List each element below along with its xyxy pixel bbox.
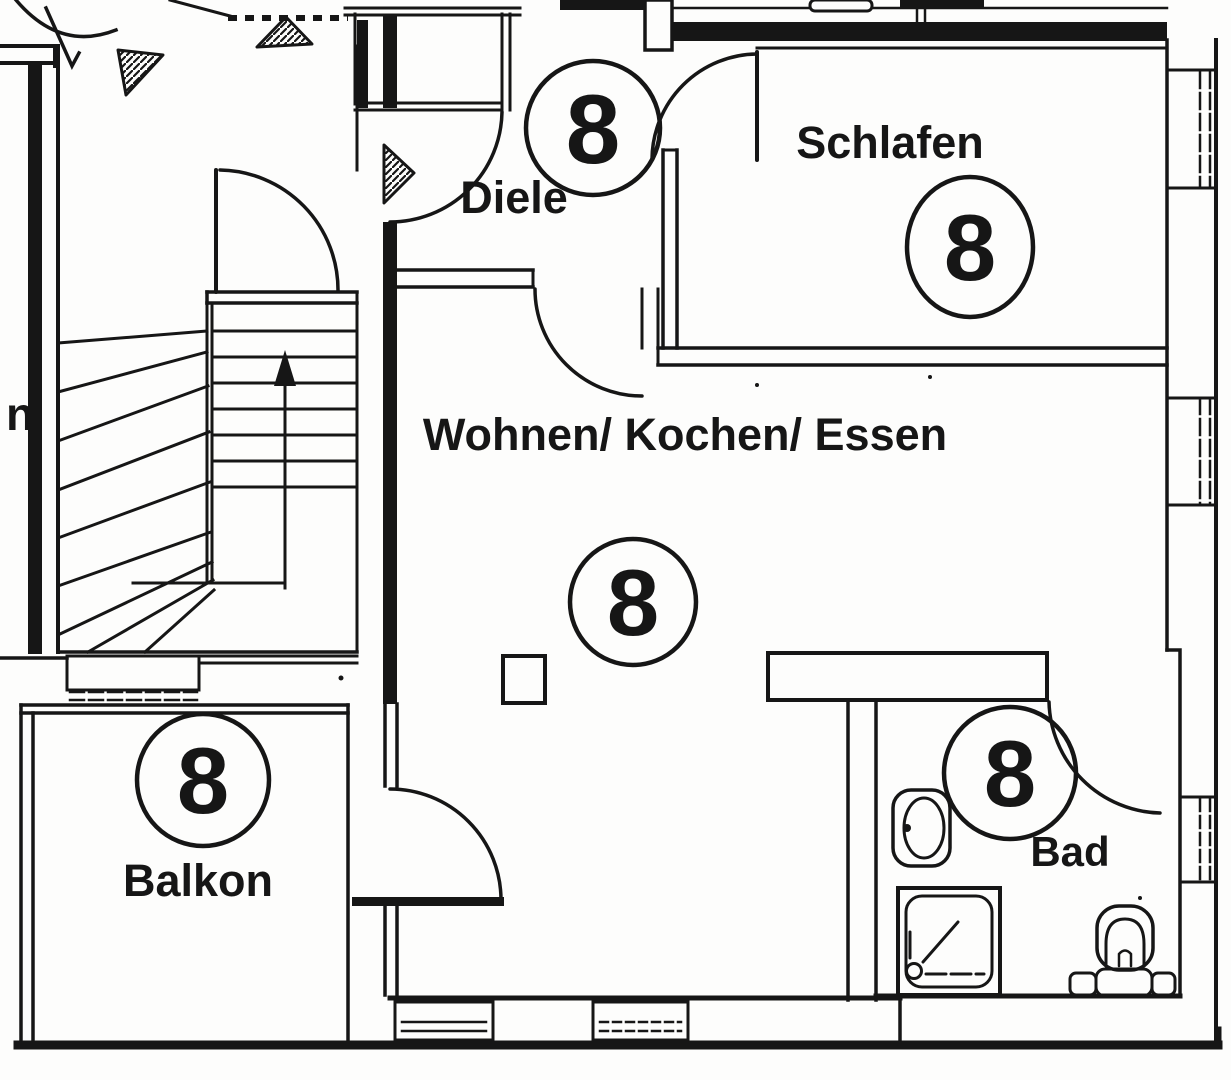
hatch-triangle-icon-3 xyxy=(382,143,416,205)
neighbour-wall-diag xyxy=(168,0,232,18)
shower-drain xyxy=(905,962,923,980)
stair-winder-5 xyxy=(56,480,212,540)
stair-window-glazing xyxy=(68,690,199,702)
up-arrow-icon xyxy=(274,350,296,590)
stair-window-frame xyxy=(65,654,201,692)
sink-icon xyxy=(891,788,952,868)
unit-number-schlafen: 8 xyxy=(944,195,996,300)
column-block xyxy=(501,654,547,705)
stair-winder-1 xyxy=(56,329,209,345)
toilet-icon xyxy=(1068,904,1177,998)
wall-fill-stairwell-left xyxy=(28,64,42,654)
stair-winder-4 xyxy=(56,430,211,492)
bad-door-arc xyxy=(1047,700,1162,815)
toilet-bowl-inner xyxy=(1104,917,1146,968)
wohnen-window-east-glazing xyxy=(1198,396,1212,507)
balcony-door-threshold xyxy=(352,897,504,906)
unit-number-wohnen: 8 xyxy=(607,550,659,655)
toilet-tank-mid xyxy=(1094,967,1154,998)
stair-winder-3 xyxy=(56,384,210,443)
unit-circle-bad xyxy=(941,704,1079,842)
balcony-door-arc xyxy=(388,787,503,902)
schlafen-entry-pillar xyxy=(643,0,674,52)
wall-fill-top-stub-left xyxy=(560,0,645,10)
sink-tap xyxy=(903,824,911,832)
wall-fills xyxy=(28,0,1167,906)
unit-circle-schlafen xyxy=(904,174,1036,320)
shower-symbol-diag xyxy=(921,920,960,964)
windows xyxy=(65,70,1212,1042)
unit-circle-wohnen xyxy=(567,536,699,668)
room-label-schlafen: Schlafen xyxy=(796,117,984,168)
speck-3 xyxy=(1138,896,1142,900)
stair-winder-7 xyxy=(58,560,214,636)
wohnen-window-2-frame xyxy=(591,1000,690,1042)
unit-circle-diele xyxy=(523,58,663,198)
bad-east-jog xyxy=(1165,648,1182,998)
section-markers xyxy=(116,15,416,205)
speck-1 xyxy=(338,675,344,681)
stair-winder-6 xyxy=(56,530,213,588)
wohnen-door-arc xyxy=(533,287,644,398)
kitchen-bad-wall-bar xyxy=(766,651,1049,702)
scan-specks xyxy=(338,375,1142,900)
sink-outline xyxy=(891,788,952,868)
unit-circle-balkon xyxy=(134,711,272,849)
room-label-balkon: Balkon xyxy=(123,855,273,906)
wohnen-window-1-frame xyxy=(393,1000,495,1042)
neighbour-door-leaf xyxy=(43,5,82,70)
hatch-triangle-icon-2 xyxy=(255,15,314,49)
wohnen-window-1-glazing xyxy=(400,1020,488,1033)
shower-icon xyxy=(896,886,1002,997)
schlafen-window-glazing xyxy=(1198,70,1212,190)
top-strip-fixture xyxy=(808,0,874,13)
hatch-triangle-icon-1 xyxy=(116,48,165,97)
shower-outline xyxy=(896,886,1002,997)
labels: 8 Diele Schlafen 8 Wohnen/ Kochen/ Essen… xyxy=(6,74,1110,906)
shower-tray xyxy=(904,894,994,989)
wall-fill-top-stub-right xyxy=(900,0,984,8)
unit-number-diele: 8 xyxy=(566,74,621,184)
wall-fill-stair-diele-upper xyxy=(357,20,368,108)
wohnen-window-2-glazing xyxy=(598,1020,683,1033)
stair-winder-2 xyxy=(56,350,209,394)
speck-4 xyxy=(755,383,759,387)
toilet-tank-left xyxy=(1068,971,1098,997)
neighbour-door-arc xyxy=(13,0,119,39)
room-label-wohnen: Wohnen/ Kochen/ Essen xyxy=(423,409,947,460)
up-arrow-head xyxy=(274,350,296,386)
room-label-diele: Diele xyxy=(460,172,568,223)
stair-winder-9 xyxy=(142,587,217,655)
toilet-tank-right xyxy=(1150,971,1177,997)
unit-circles xyxy=(134,58,1079,849)
stairwell xyxy=(56,301,357,655)
unit-number-balkon: 8 xyxy=(177,728,229,833)
edge-fragment-text: n xyxy=(6,388,34,440)
toilet-flush-detail xyxy=(1117,949,1133,968)
stair-winder-8 xyxy=(85,577,216,655)
bad-window-glazing xyxy=(1198,797,1212,882)
speck-2 xyxy=(928,375,932,379)
wall-lines xyxy=(0,0,1223,1050)
schlafen-door-arc xyxy=(650,52,759,161)
stair-door-arc xyxy=(218,168,340,293)
wall-fill-schlafen-top-band xyxy=(672,22,1167,41)
fixtures xyxy=(501,654,1177,998)
wall-fill-entrance-upper xyxy=(383,14,397,108)
entrance-door-arc xyxy=(388,110,504,224)
unit-number-bad: 8 xyxy=(984,721,1036,826)
wall-fill-wohnen-west xyxy=(383,222,397,704)
room-label-bad: Bad xyxy=(1030,828,1109,875)
